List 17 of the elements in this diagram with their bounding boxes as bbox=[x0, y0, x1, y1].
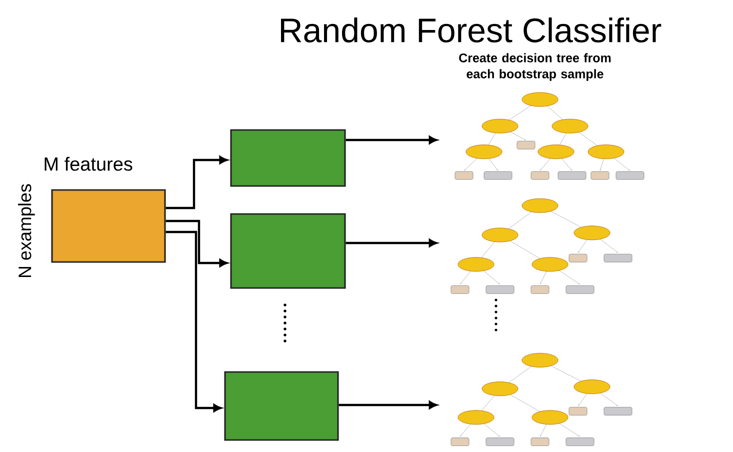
heading: Create decision tree from each bootstrap sample bbox=[459, 53, 611, 81]
arrow bbox=[166, 230, 222, 412]
arrow bbox=[346, 239, 438, 247]
arrow bbox=[338, 401, 438, 409]
decision-tree-drawing bbox=[454, 92, 644, 180]
arrow bbox=[166, 156, 228, 210]
decision-tree-drawing bbox=[450, 353, 632, 446]
arrow bbox=[166, 220, 228, 267]
axis-label: N examples bbox=[18, 184, 35, 278]
title: Random Forest Classifier bbox=[281, 18, 662, 42]
sample-box bbox=[230, 129, 346, 187]
sample-box bbox=[224, 371, 339, 441]
decision-tree-drawing bbox=[450, 198, 632, 294]
data-box bbox=[51, 189, 166, 263]
axis-label: M features bbox=[44, 156, 132, 171]
arrow bbox=[346, 136, 438, 144]
sample-box bbox=[230, 213, 346, 289]
